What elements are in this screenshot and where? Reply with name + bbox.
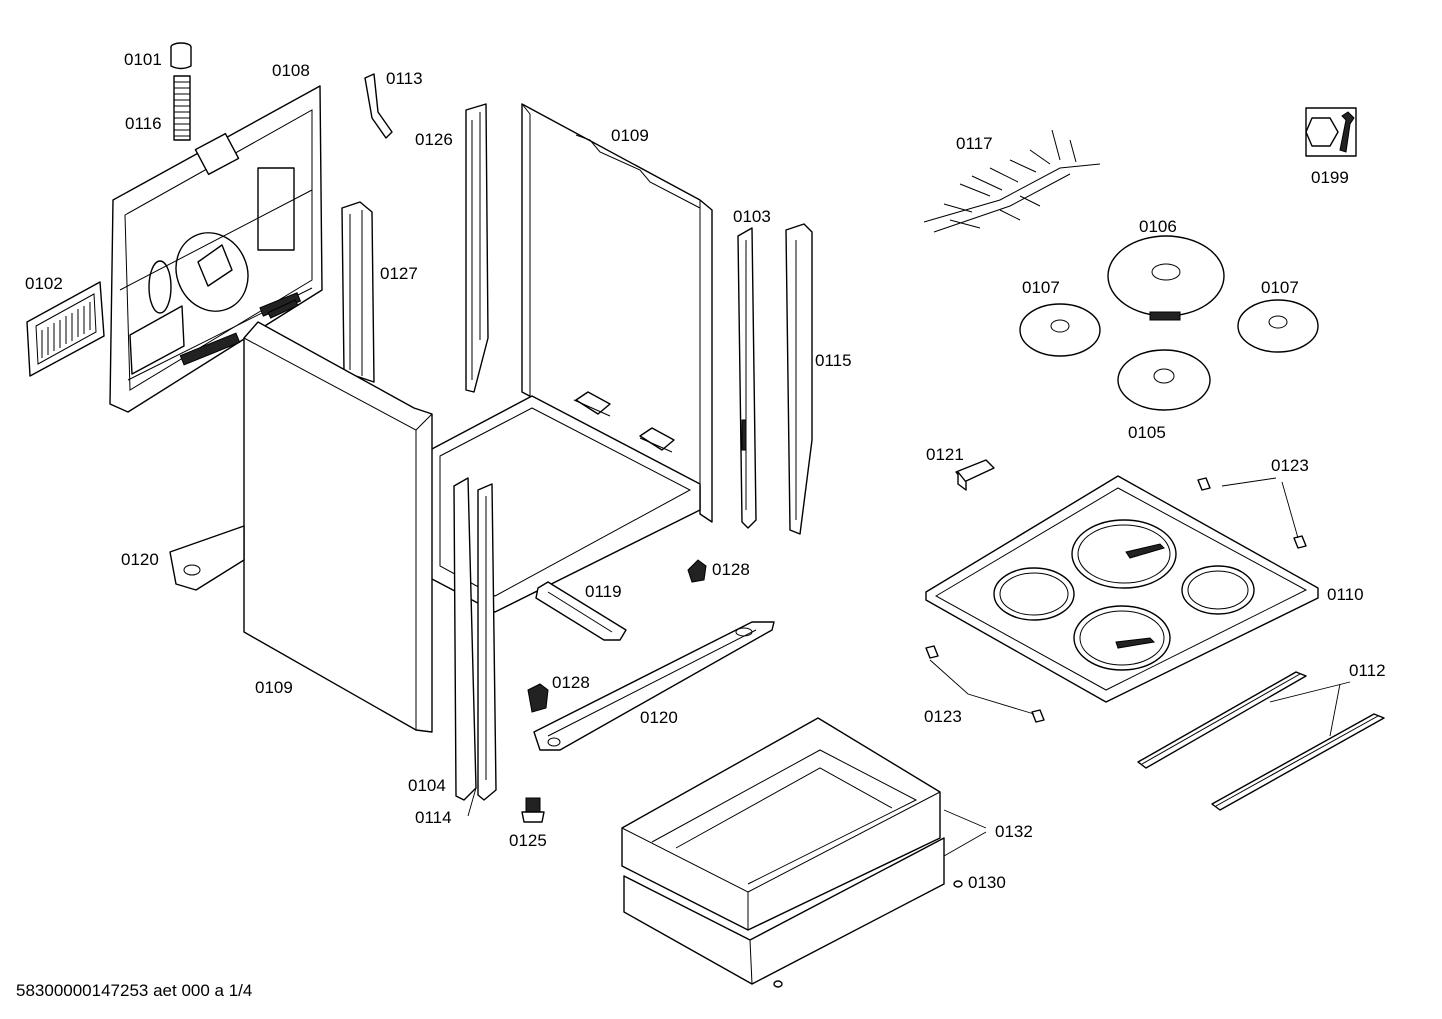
- label-0126: 0126: [415, 130, 453, 149]
- label-0108: 0108: [272, 61, 310, 80]
- label-0132: 0132: [995, 822, 1033, 841]
- wrench-nut-icon: [1305, 107, 1357, 157]
- document-id: 58300000147253 aet 000 a 1/4: [16, 981, 253, 1000]
- part-0120-rail-left[interactable]: [169, 525, 245, 591]
- label-0109-bottom: 0109: [255, 678, 293, 697]
- label-0109-top: 0109: [611, 126, 649, 145]
- label-0115: 0115: [815, 351, 852, 370]
- part-0123-clip-bottom[interactable]: [925, 645, 1045, 723]
- part-0105-hotplate[interactable]: [1117, 349, 1211, 411]
- label-0123-bottom: 0123: [924, 707, 962, 726]
- label-0105: 0105: [1128, 423, 1166, 442]
- label-0121: 0121: [926, 445, 964, 464]
- part-0128-clip-right[interactable]: [687, 559, 707, 583]
- label-0123-top: 0123: [1271, 456, 1309, 475]
- leader-lines: [467, 477, 1351, 857]
- part-0109-side-panel-bottom[interactable]: [243, 299, 433, 733]
- part-0123-clip-top[interactable]: [1197, 477, 1307, 549]
- label-0107-left: 0107: [1022, 278, 1060, 297]
- label-0113: 0113: [386, 69, 423, 88]
- label-0119: 0119: [585, 582, 622, 601]
- part-0120-rail-bottom[interactable]: [533, 621, 775, 751]
- label-0106: 0106: [1139, 217, 1177, 236]
- part-0132-plinth-frame[interactable]: [621, 717, 945, 985]
- label-0130: 0130: [968, 873, 1006, 892]
- label-0107-right: 0107: [1261, 278, 1299, 297]
- part-0119-rail[interactable]: [535, 581, 627, 641]
- part-0107-hotplate-left[interactable]: [1019, 303, 1101, 357]
- part-0110-cooktop[interactable]: [925, 475, 1319, 703]
- label-0101: 0101: [124, 50, 162, 69]
- part-0103-side-rail[interactable]: [737, 227, 757, 529]
- part-0101-cap[interactable]: [170, 42, 192, 70]
- part-0127-rail[interactable]: [341, 201, 375, 383]
- part-0128-clip-left[interactable]: [527, 683, 549, 713]
- part-0114-front-rail[interactable]: [477, 483, 497, 801]
- part-0109-side-panel-top[interactable]: [521, 103, 713, 523]
- part-0117-wiring-harness[interactable]: [923, 129, 1101, 233]
- part-0116-hose[interactable]: [173, 75, 191, 141]
- part-0115-side-rail[interactable]: [785, 223, 813, 535]
- part-0126-rail[interactable]: [465, 103, 489, 393]
- part-0104-front-rail[interactable]: [453, 477, 477, 801]
- label-0120-bottom: 0120: [640, 708, 678, 727]
- label-0117: 0117: [956, 134, 993, 153]
- label-0120-left: 0120: [121, 550, 159, 569]
- part-0108-back-panel[interactable]: [109, 85, 323, 413]
- part-0113-bracket[interactable]: [364, 73, 393, 139]
- part-0121-switch[interactable]: [955, 459, 995, 491]
- part-0107-hotplate-right[interactable]: [1237, 299, 1319, 353]
- part-labels: 0101 0116 0108 0113 0126 0109 0117 0199 …: [25, 50, 1386, 892]
- label-0114: 0114: [415, 808, 452, 827]
- label-0116: 0116: [125, 114, 162, 133]
- label-0102: 0102: [25, 274, 63, 293]
- label-0104: 0104: [408, 776, 446, 795]
- label-0128-right: 0128: [712, 560, 750, 579]
- label-0128-left: 0128: [552, 673, 590, 692]
- label-0125: 0125: [509, 831, 547, 850]
- part-0130-washer[interactable]: [773, 880, 963, 988]
- label-0127: 0127: [380, 264, 418, 283]
- label-0199: 0199: [1311, 168, 1349, 187]
- part-0102-vent-grille[interactable]: [26, 281, 105, 377]
- label-0112: 0112: [1349, 661, 1386, 680]
- part-0106-hotplate[interactable]: [1107, 235, 1225, 321]
- part-0125-foot[interactable]: [521, 797, 545, 823]
- part-0112-rails[interactable]: [1137, 671, 1385, 811]
- label-0103: 0103: [733, 207, 771, 226]
- label-0110: 0110: [1327, 585, 1364, 604]
